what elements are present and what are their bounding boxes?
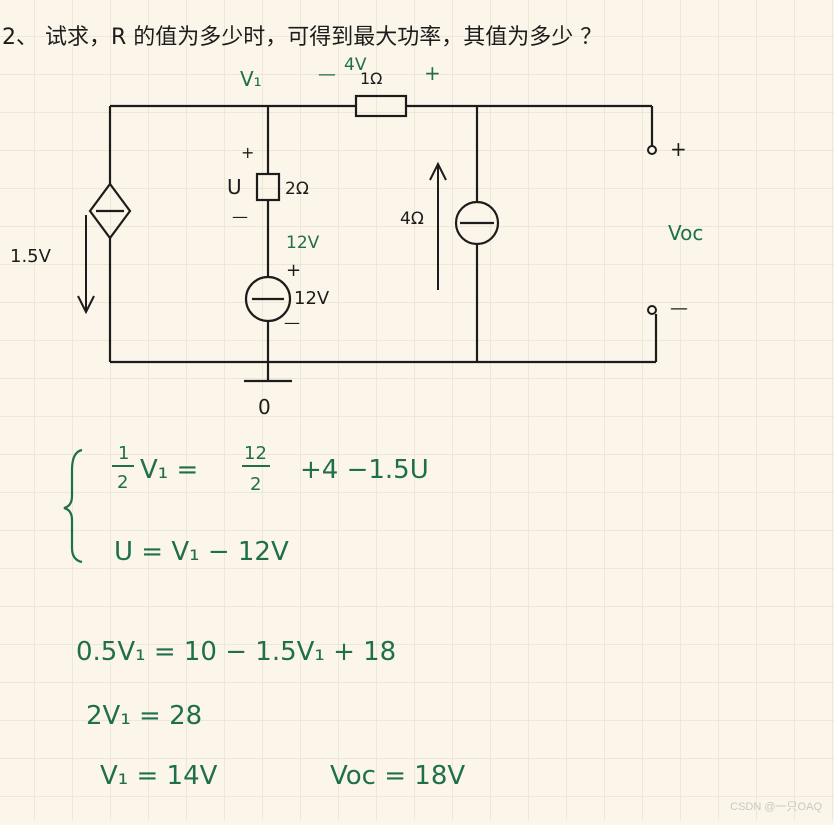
current-source xyxy=(454,200,500,246)
terminal-top xyxy=(647,145,657,155)
equation-1: 1 2 V₁ = 12 2 +4 −1.5U xyxy=(112,443,429,495)
equation-line-3b: Voc = 18V xyxy=(330,761,465,791)
watermark: CSDN @一只OAQ xyxy=(730,801,822,813)
equation-line-2: 2V₁ = 28 xyxy=(86,701,202,731)
voltage-source-label: 12V xyxy=(294,288,330,309)
current-source-label: 4Ω xyxy=(400,209,424,229)
resistor-top-label: 1Ω xyxy=(360,69,382,88)
voltage-source-minus: — xyxy=(284,313,300,332)
dependent-source xyxy=(88,182,132,240)
resistor-1ohm xyxy=(354,94,408,118)
resistor-top-voltage: 4V xyxy=(344,55,367,75)
eq1-frac-den: 2 xyxy=(250,474,261,495)
eq1-var: V₁ = xyxy=(140,455,198,485)
circuit-wires xyxy=(108,104,658,383)
eq1-frac-num: 12 xyxy=(244,443,267,464)
terminal-minus-label: — xyxy=(670,298,688,319)
resistor-top-plus: + xyxy=(424,61,441,85)
eq1-coef-den: 2 xyxy=(117,472,128,493)
resistor-mid-voltage-name: U xyxy=(227,175,242,199)
resistor-mid-voltage: 12V xyxy=(286,233,320,253)
current-arrow-down xyxy=(77,215,95,315)
terminal-plus-label: + xyxy=(670,137,687,161)
terminal-bottom xyxy=(647,305,657,315)
eq1-rest: +4 −1.5U xyxy=(300,455,429,485)
system-brace xyxy=(63,448,83,564)
ground-label: 0 xyxy=(258,395,271,419)
node-v1-label: V₁ xyxy=(240,67,262,91)
eq1-coef-num: 1 xyxy=(118,443,129,464)
resistor-2ohm xyxy=(255,172,281,202)
voc-label: Voc xyxy=(668,221,703,245)
equation-2: U = V₁ − 12V xyxy=(114,537,289,567)
equation-line-3a: V₁ = 14V xyxy=(100,761,218,791)
resistor-mid-plus: + xyxy=(241,143,254,162)
voltage-source-12v xyxy=(244,275,292,323)
resistor-mid-minus: — xyxy=(232,207,248,226)
resistor-mid-label: 2Ω xyxy=(285,179,309,199)
dependent-source-label: 1.5V xyxy=(10,246,52,267)
equation-line-1: 0.5V₁ = 10 − 1.5V₁ + 18 xyxy=(76,637,396,667)
question-text: 2、 试求，R 的值为多少时，可得到最大功率，其值为多少 ？ xyxy=(2,25,602,50)
current-arrow-up xyxy=(429,161,447,290)
resistor-top-minus: — xyxy=(318,64,336,85)
voltage-source-plus: + xyxy=(286,260,301,281)
